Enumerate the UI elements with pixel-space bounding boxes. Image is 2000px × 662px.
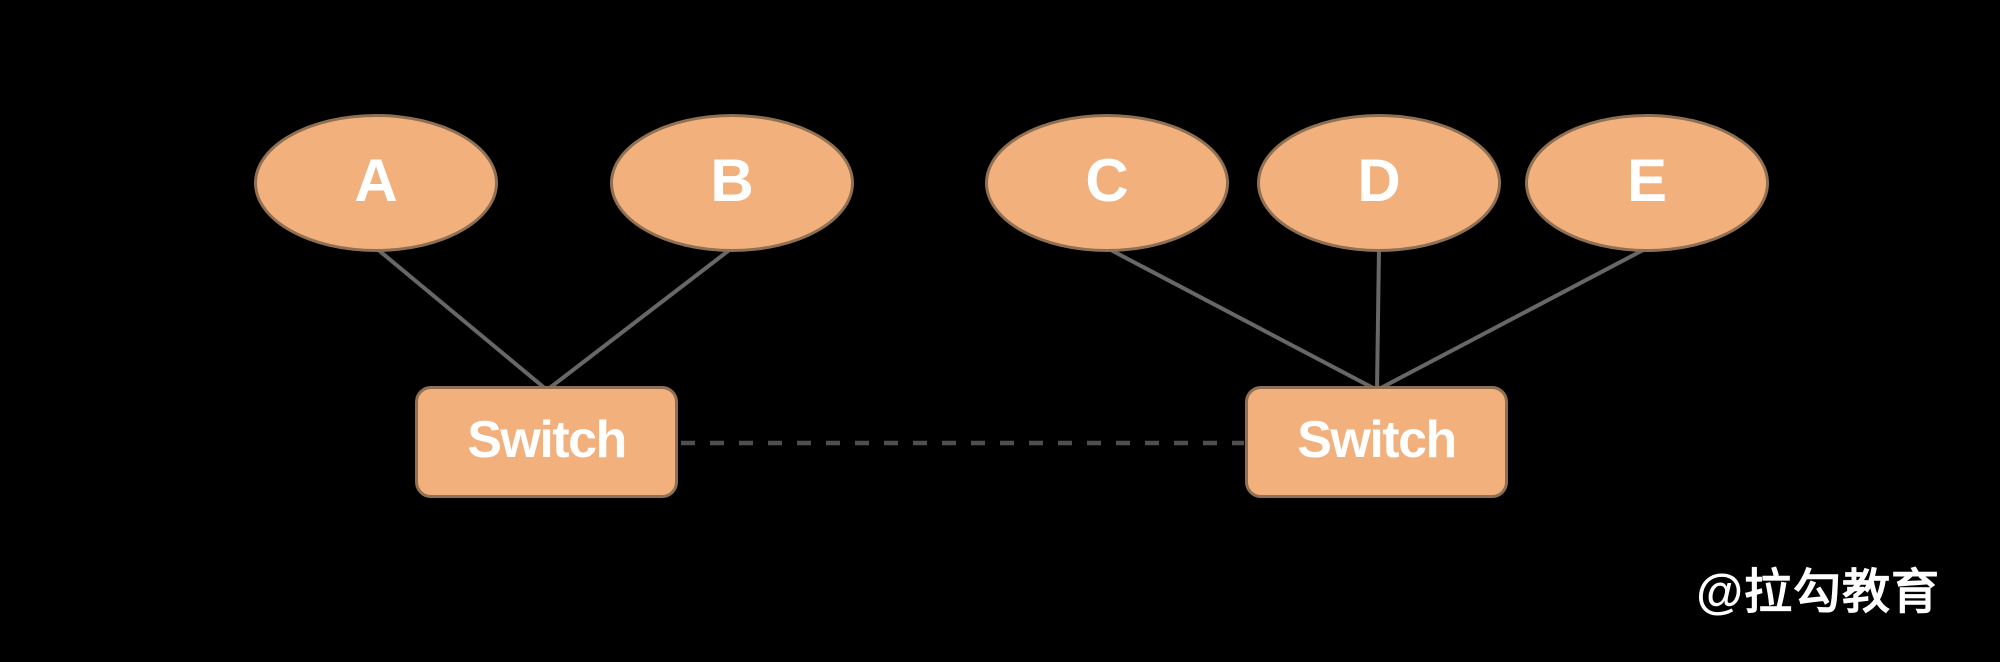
watermark: @拉勾教育 [1696,566,1940,619]
host-label-b: B [710,147,754,214]
host-node-b: B [610,114,854,252]
link-host-b-to-switch-1 [545,246,734,392]
link-host-e-to-switch-2 [1376,246,1648,392]
host-node-a: A [254,114,498,252]
host-label-d: D [1357,147,1401,214]
host-label-e: E [1626,147,1668,214]
link-host-a-to-switch-1 [374,246,549,392]
switch-node-1: Switch [415,386,678,498]
switch-label-1: Switch [467,411,627,469]
link-host-d-to-switch-2 [1375,247,1381,391]
host-node-e: E [1525,114,1769,252]
link-host-c-to-switch-2 [1106,246,1378,392]
host-node-c: C [985,114,1229,252]
switch-node-2: Switch [1245,386,1508,498]
host-node-d: D [1257,114,1501,252]
switch-label-2: Switch [1297,411,1457,469]
host-label-a: A [354,147,398,214]
host-label-c: C [1085,147,1129,214]
